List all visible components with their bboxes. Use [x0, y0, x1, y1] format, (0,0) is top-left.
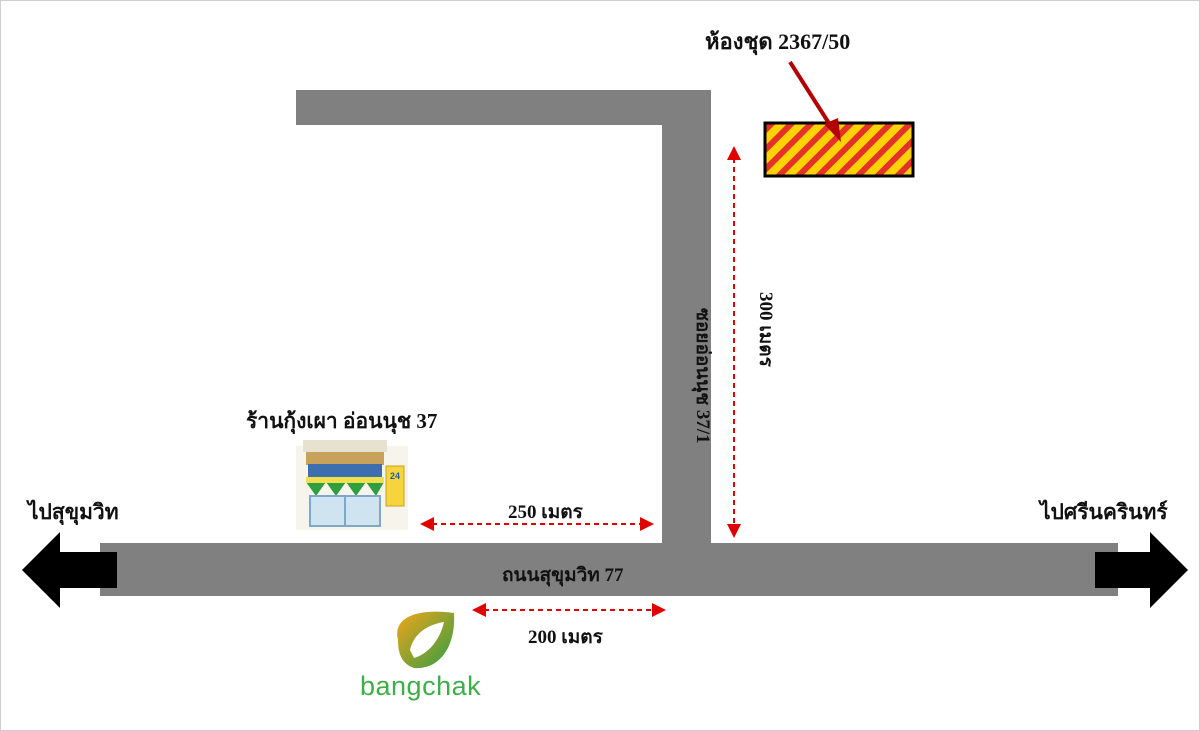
side-soi-label: ซอยอ่อนนุช 37/1 — [692, 308, 713, 444]
store-badge: 24 — [390, 471, 400, 481]
distance-arrow-station — [472, 603, 666, 617]
bangchak-wordmark: bangchak — [360, 671, 482, 701]
side-soi-vertical — [662, 90, 711, 596]
main-road-sukhumvit-77 — [100, 543, 1118, 596]
main-road-label: ถนนสุขุมวิท 77 — [502, 565, 624, 586]
condo-unit-label: ห้องชุด 2367/50 — [705, 29, 851, 54]
distance-soi-label: 300 เมตร — [755, 292, 776, 367]
west-direction-label: ไปสุขุมวิท — [28, 500, 119, 524]
distance-shop-label: 250 เมตร — [508, 502, 583, 523]
side-soi-top-branch — [296, 90, 711, 125]
east-direction-label: ไปศรีนครินทร์ — [1040, 500, 1168, 524]
distance-arrow-soi — [727, 146, 741, 538]
store-icon: 24 — [296, 440, 408, 530]
arrow-left-icon — [22, 532, 117, 608]
distance-arrow-shop — [420, 517, 654, 531]
shop-name-label: ร้านกุ้งเผา อ่อนนุช 37 — [246, 409, 438, 433]
distance-station-label: 200 เมตร — [528, 627, 603, 648]
arrow-right-icon — [1095, 532, 1188, 608]
condo-pointer-arrow — [788, 60, 841, 142]
bangchak-leaf-icon — [397, 611, 455, 669]
